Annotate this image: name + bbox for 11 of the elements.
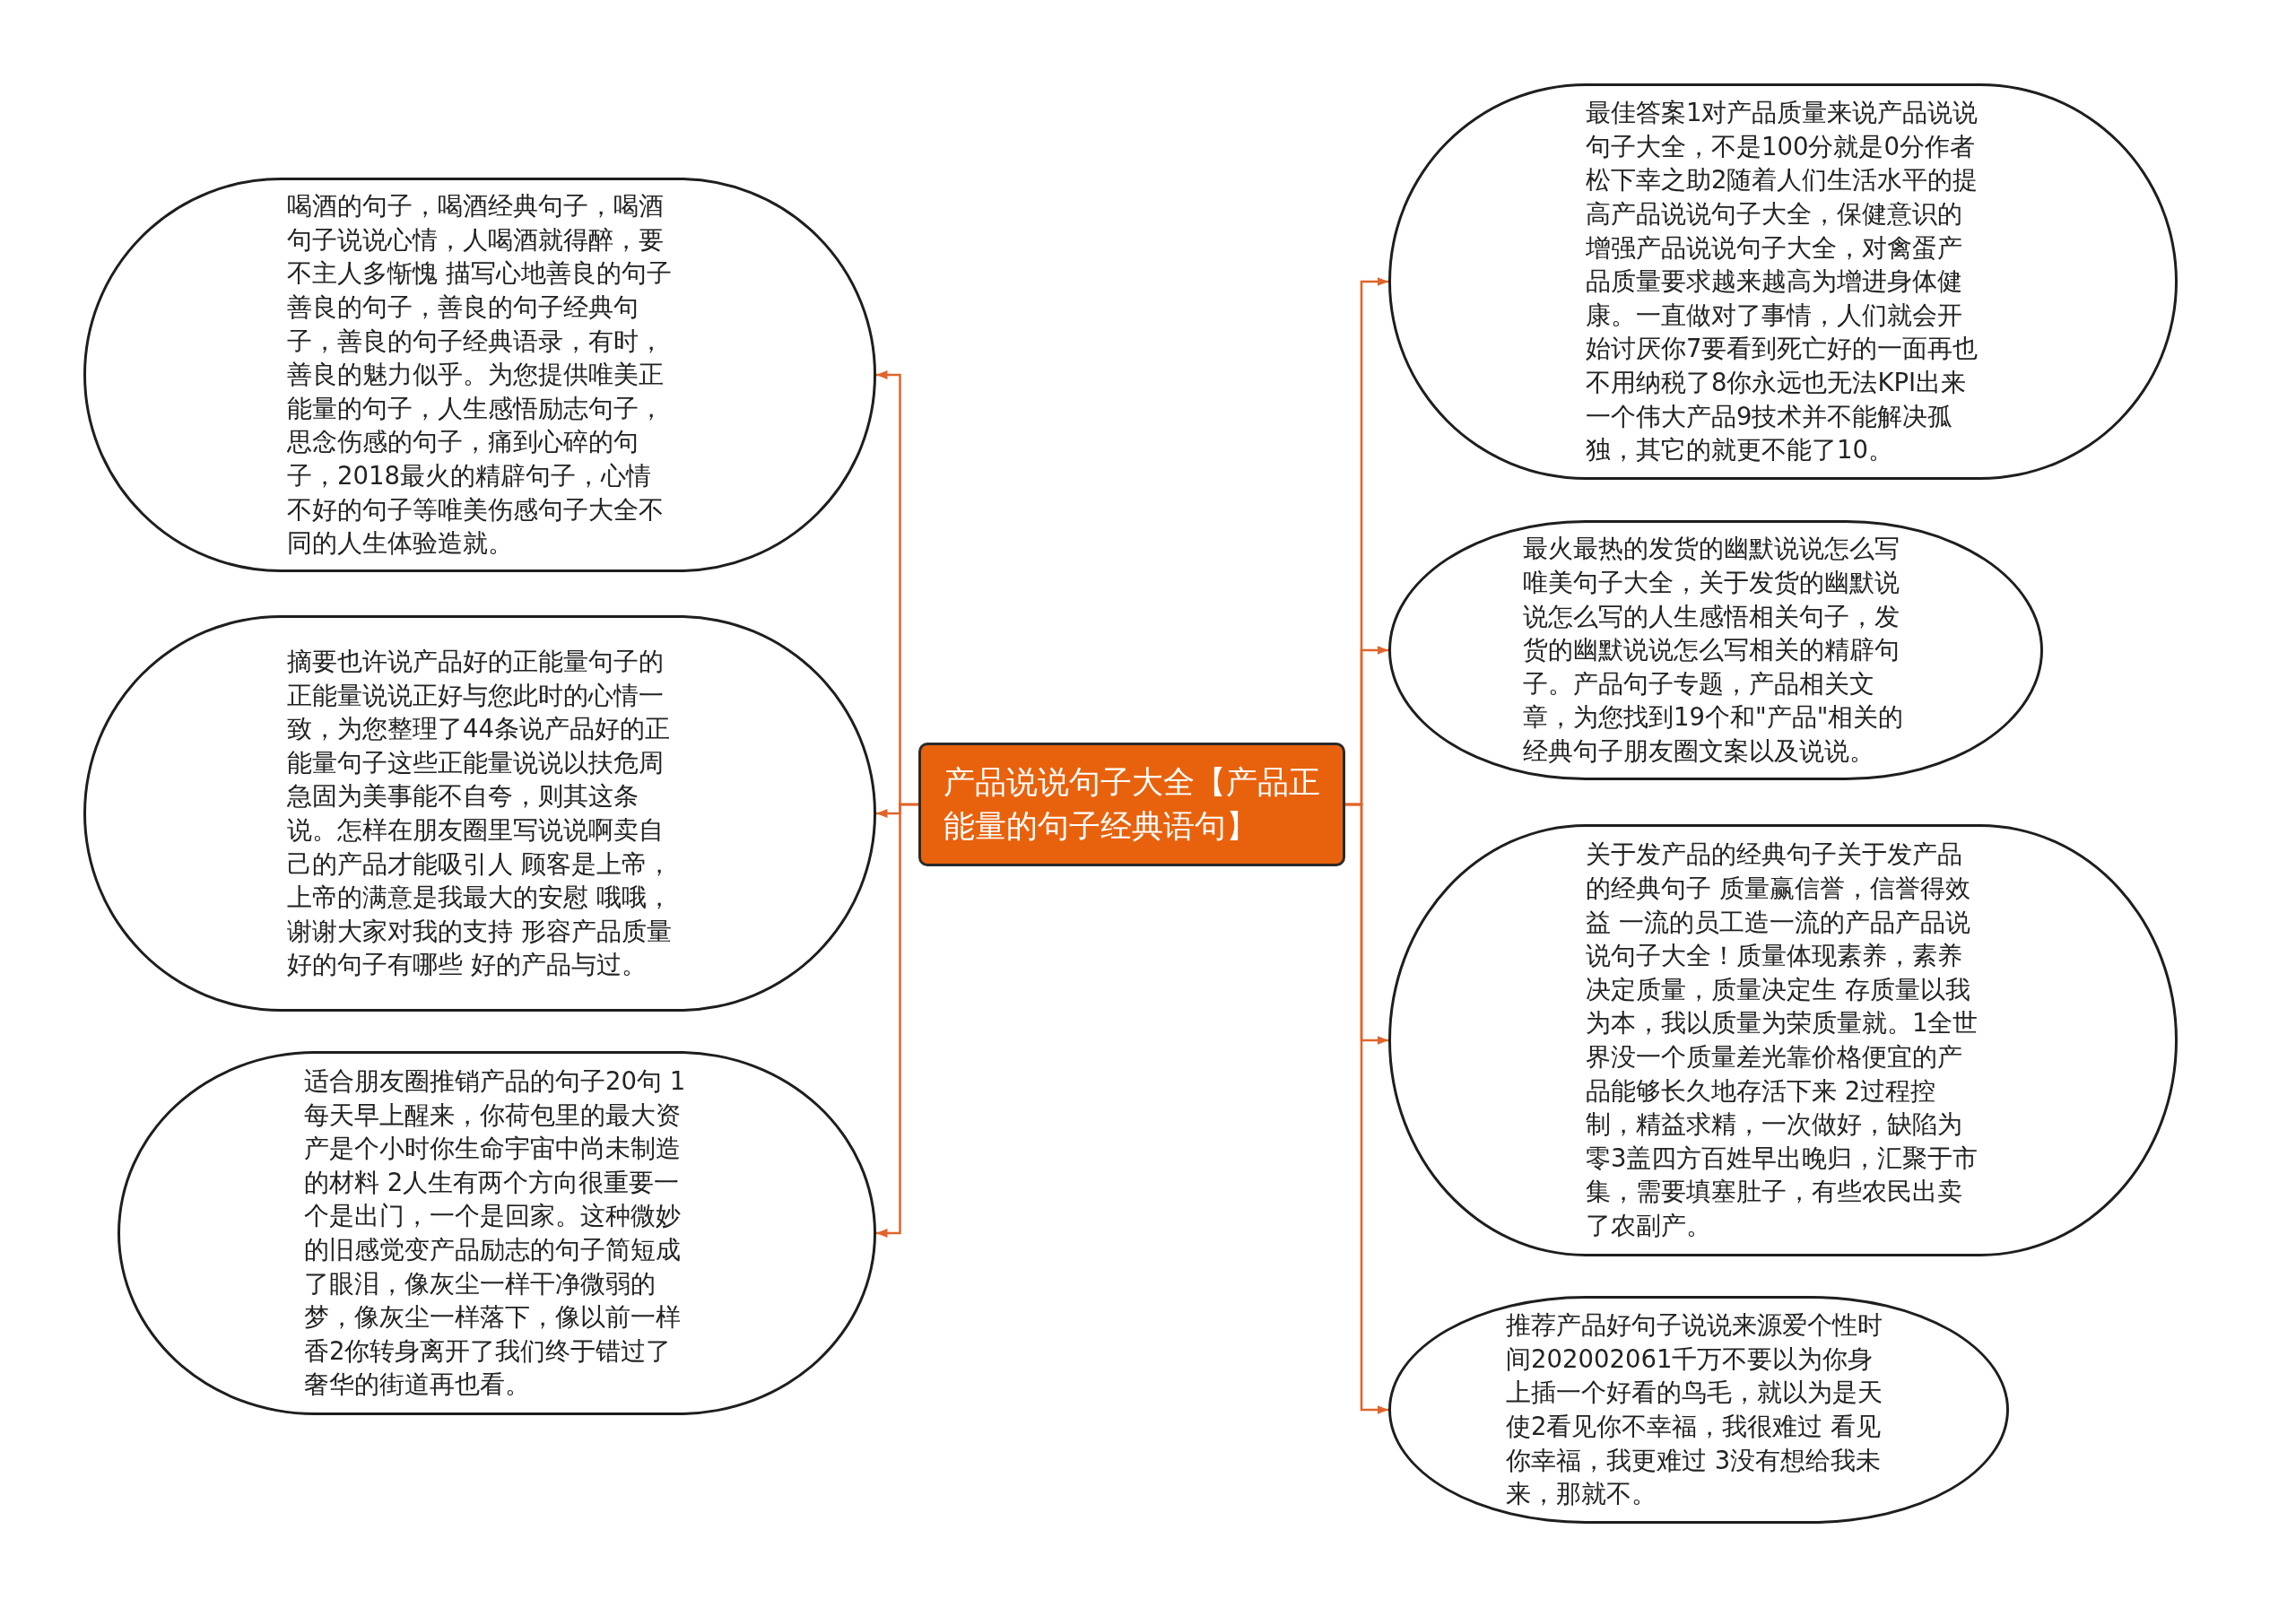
bubble-text: 推荐产品好句子说说来源爱个性时间202002061千万不要以为你身上插一个好看的鸟毛，就以为是天使2看见你不幸福，我很难过 看见你幸福，我更难过 3没有想给我未来，那就不。 (1506, 1309, 1883, 1510)
connector-arrow (876, 803, 918, 1238)
topic-text: 产品说说句子大全【产品正能量的句子经典语句】 (944, 763, 1320, 846)
bubble-text: 喝酒的句子，喝酒经典句子，喝酒句子说说心情，人喝酒就得醉，要不主人多惭愧 描写心地善良的句子善良的句子，善良的句子经典句子，善良的句子经典语录，有时，善良的魅力似乎。为您提供唯美正能量的句子，人生感悟励志句子，思念伤感的句子，痛到心碎的句子，2018最火的精辟句子，心情不好的句子等唯美伤感句子大全不同的人生体验造就。 (287, 190, 673, 560)
topic-box (918, 743, 1345, 866)
bubble-text: 适合朋友圈推销产品的句子20句 1每天早上醒来，你荷包里的最大资产是个小时你生命宇宙中尚未制造的材料 2人生有两个方向很重要一个是出门，一个是回家。这种微妙的旧感觉变产品励志的句子简短成了眼泪，像灰尘一样干净微弱的梦，像灰尘一样落下，像以前一样香2你转身离开了我们终于错过了奢华的街道再也看。 (304, 1065, 687, 1401)
connector-arrow (1345, 803, 1388, 1414)
bubble-text: 关于发产品的经典句子关于发产品的经典句子 质量赢信誉，信誉得效益 一流的员工造一流的产品产品说说句子大全！质量体现素养，素养决定质量，质量决定生 存质量以我为本，我以质量为荣质量就。1全世界没一个质量差光靠价格便宜的产品能够长久地存活下来 2过程控制，精益求精，一次做好，缺陷为零3盖四方百姓早出晚归，汇聚于市集，需要填塞肚子，有些农民出卖了农副产。 (1586, 839, 1979, 1241)
bubble-text: 最佳答案1对产品质量来说产品说说句子大全，不是100分就是0分作者松下幸之助2随着人们生活水平的提高产品说说句子大全，保健意识的增强产品说说句子大全，对禽蛋产品质量要求越来越高为增进身体健康。一直做对了事情，人们就会开始讨厌你7要看到死亡好的一面再也不用纳税了8你永远也无法KPI出来一个伟大产品9技术并不能解决孤独，其它的就更不能了10。 (1586, 97, 1979, 466)
bubble-text: 摘要也许说产品好的正能量句子的正能量说说正好与您此时的心情一致，为您整理了44条说产品好的正能量句子这些正能量说说以扶危周急固为美事能不自夸，则其这条说。怎样在朋友圈里写说说啊卖自己的产品才能吸引人 顾客是上帝，上帝的满意是我最大的安慰 哦哦，谢谢大家对我的支持 形容产品质量好的句子有哪些 好的产品与过。 (287, 646, 673, 981)
bubble-text: 最火最热的发货的幽默说说怎么写唯美句子大全，关于发货的幽默说说怎么写的人生感悟相关句子，发货的幽默说说怎么写相关的精辟句子。产品句子专题，产品相关文章，为您找到19个和"产品"相关的经典句子朋友圈文案以及说说。 (1523, 533, 1905, 767)
